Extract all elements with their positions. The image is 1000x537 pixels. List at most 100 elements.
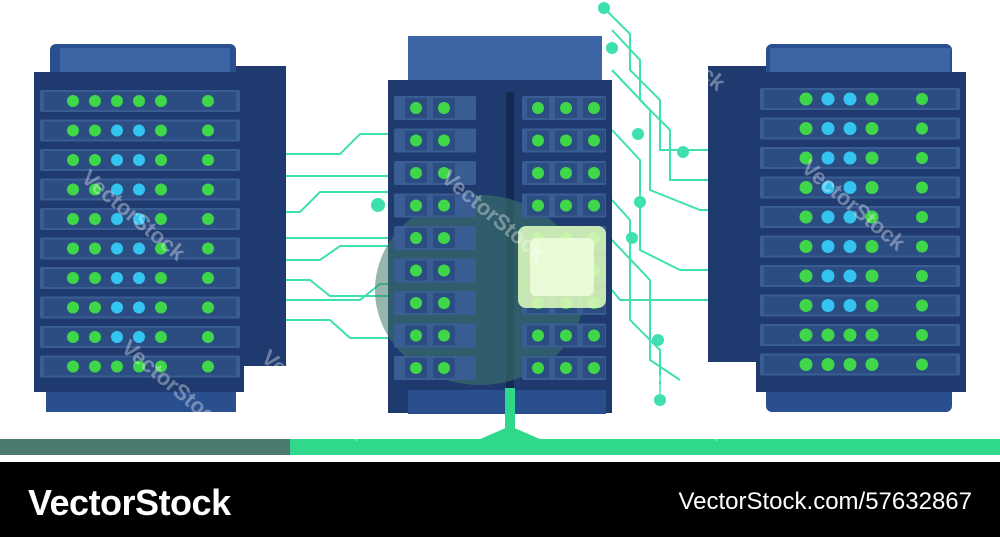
status-led — [821, 210, 835, 224]
status-led — [438, 329, 450, 342]
status-led — [588, 362, 600, 374]
status-led — [89, 272, 101, 284]
status-led — [560, 329, 572, 342]
status-led — [799, 328, 813, 342]
status-led — [865, 210, 879, 224]
status-led — [67, 331, 79, 343]
status-led — [438, 362, 450, 374]
status-led — [133, 124, 145, 137]
status-led — [799, 151, 813, 165]
status-led — [410, 134, 422, 147]
status-led — [821, 151, 835, 165]
status-led — [89, 331, 101, 343]
status-led — [532, 134, 544, 147]
status-led — [133, 183, 145, 196]
status-led — [155, 154, 167, 166]
status-led — [111, 360, 123, 373]
status-led — [410, 264, 422, 277]
footer-bar: VectorStock VectorStock.com/57632867 — [0, 462, 1000, 537]
status-led — [89, 183, 101, 196]
status-led — [438, 199, 450, 212]
brand-logo-text: VectorStock — [28, 482, 231, 523]
status-led — [410, 167, 422, 179]
status-led — [843, 299, 857, 312]
status-led — [410, 102, 422, 114]
status-led — [843, 210, 857, 224]
status-led — [410, 297, 422, 309]
status-led — [532, 199, 544, 212]
status-led — [799, 210, 813, 224]
status-led — [532, 362, 544, 374]
status-led — [155, 124, 167, 137]
floor-bar-gray — [0, 439, 290, 455]
status-led — [89, 213, 101, 225]
status-led — [133, 154, 145, 166]
status-led — [865, 358, 879, 371]
status-led — [865, 122, 879, 135]
status-led — [133, 301, 145, 314]
status-led — [111, 154, 123, 166]
status-led — [560, 134, 572, 147]
status-led — [155, 242, 167, 255]
status-led — [821, 240, 835, 253]
status-led — [532, 329, 544, 342]
status-led — [67, 360, 79, 373]
status-led — [438, 134, 450, 147]
status-led — [410, 362, 422, 374]
status-led — [821, 269, 835, 283]
status-led — [67, 154, 79, 166]
status-led — [588, 199, 600, 212]
status-led — [133, 242, 145, 255]
status-led — [843, 358, 857, 371]
watermark-text: VectorStock — [257, 345, 371, 446]
status-led — [111, 95, 123, 107]
status-led — [799, 122, 813, 135]
status-led — [799, 181, 813, 194]
status-led — [588, 134, 600, 147]
status-led — [843, 181, 857, 194]
floor-bar-green — [290, 439, 1000, 455]
status-led — [111, 331, 123, 343]
status-led — [111, 301, 123, 314]
status-led — [865, 92, 879, 106]
status-led — [89, 301, 101, 314]
status-led — [155, 301, 167, 314]
status-led — [821, 299, 835, 312]
server-rack-right — [708, 44, 966, 412]
status-led — [821, 92, 835, 106]
status-led — [865, 240, 879, 253]
status-led — [438, 297, 450, 309]
status-led — [155, 272, 167, 284]
status-led — [799, 358, 813, 371]
status-led — [438, 232, 450, 244]
status-led — [155, 213, 167, 225]
status-led — [89, 124, 101, 137]
status-led — [843, 240, 857, 253]
status-led — [865, 328, 879, 342]
status-led — [843, 151, 857, 165]
status-led — [67, 272, 79, 284]
status-led — [67, 242, 79, 255]
status-led — [410, 329, 422, 342]
status-led — [799, 92, 813, 106]
status-led — [821, 328, 835, 342]
status-led — [111, 242, 123, 255]
status-led — [133, 272, 145, 284]
status-led — [560, 362, 572, 374]
status-led — [133, 95, 145, 107]
status-led — [155, 183, 167, 196]
status-led — [155, 95, 167, 107]
watermark-text: VectorStock — [617, 0, 731, 96]
stock-id-text: VectorStock.com/57632867 — [678, 488, 972, 515]
status-led — [89, 154, 101, 166]
status-led — [67, 183, 79, 196]
status-led — [821, 358, 835, 371]
status-led — [133, 213, 145, 225]
status-led — [438, 102, 450, 114]
status-led — [89, 360, 101, 373]
status-led — [588, 102, 600, 114]
status-led — [111, 183, 123, 196]
status-led — [588, 167, 600, 179]
status-led — [799, 269, 813, 283]
